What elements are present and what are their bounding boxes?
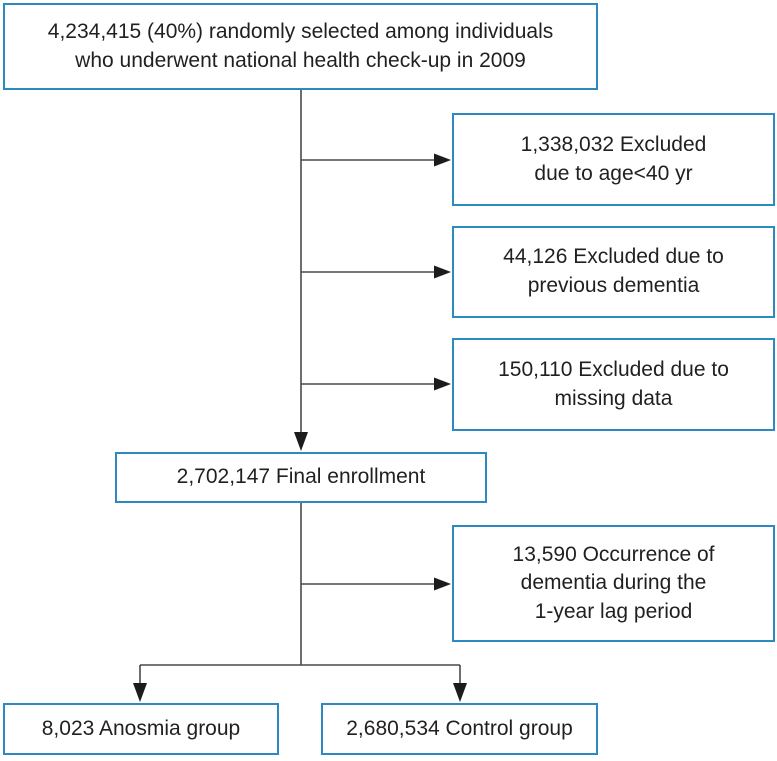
node-excluded-missing-data: 150,110 Excluded due to missing data [452,338,775,431]
arrowhead-final-enrollment [294,432,308,451]
node-control-group: 2,680,534 Control group [321,703,598,755]
arrowhead-excl-2 [434,265,451,279]
arrowhead-control [453,683,467,702]
arrowhead-excl-3 [434,377,451,391]
node-excluded-lag-period: 13,590 Occurrence of dementia during the… [452,525,775,642]
arrowhead-anosmia [133,683,147,702]
node-excluded-previous-dementia: 44,126 Excluded due to previous dementia [452,226,775,318]
node-random-selection: 4,234,415 (40%) randomly selected among … [3,3,598,90]
arrowhead-excl-1 [434,153,451,167]
node-excluded-age: 1,338,032 Excluded due to age<40 yr [452,113,775,206]
node-anosmia-group: 8,023 Anosmia group [3,703,279,755]
arrowhead-excl-4 [434,577,451,591]
node-final-enrollment: 2,702,147 Final enrollment [115,452,487,503]
